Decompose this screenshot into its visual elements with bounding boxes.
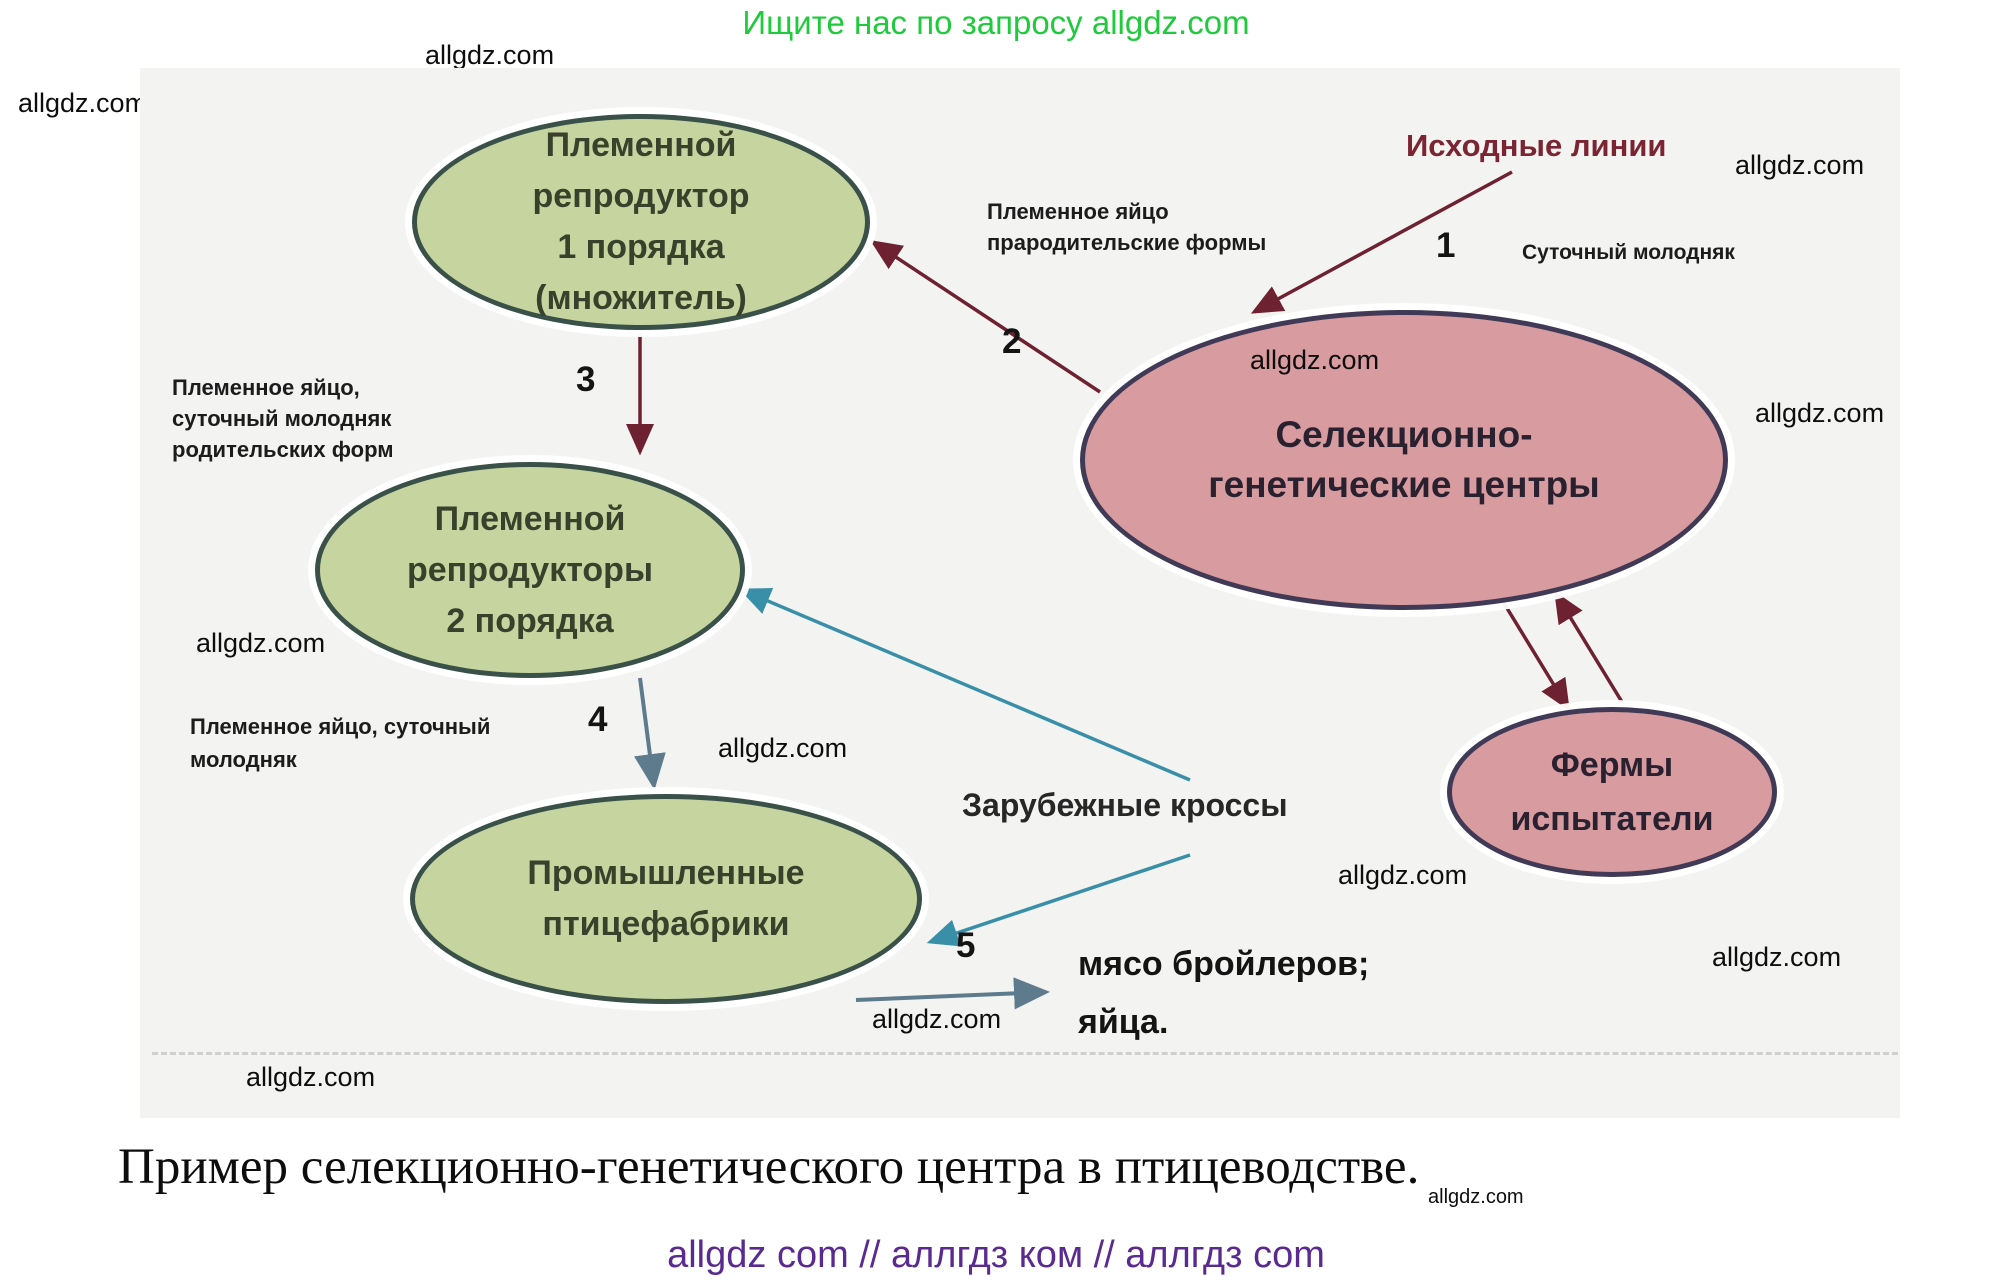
flow-number-1: 1 xyxy=(1436,226,1456,265)
label-line: молодняк xyxy=(190,747,297,772)
watermark: allgdz.com xyxy=(425,40,555,70)
flow-number-2: 2 xyxy=(1002,322,1022,361)
flow-number-3: 3 xyxy=(576,360,596,399)
node-label-line: 2 порядка xyxy=(446,601,614,640)
watermark: allgdz.com xyxy=(196,628,326,658)
node-label-line: Племенной xyxy=(434,499,626,538)
label-line: родительских форм xyxy=(172,437,394,463)
label-line: прародительские формы xyxy=(987,230,1267,256)
label-line: Племенное яйцо, xyxy=(172,375,360,400)
watermark: allgdz.com xyxy=(18,88,148,118)
watermark: allgdz.com xyxy=(1250,345,1380,375)
node-label-line: испытатели xyxy=(1510,800,1714,838)
figure-caption: Пример селекционно-генетического центра … xyxy=(118,1139,1420,1195)
label-line: яйца. xyxy=(1078,1002,1169,1041)
node-label-line: 1 порядка xyxy=(557,228,725,266)
node-label-line: генетические центры xyxy=(1208,464,1600,505)
node-label-line: Селекционно- xyxy=(1275,414,1533,456)
promo-title: Ищите нас по запросу allgdz.com xyxy=(742,4,1250,41)
node-label-line: репродуктор xyxy=(532,177,750,215)
node-label-line: репродукторы xyxy=(406,550,653,589)
label-day-old-young: Суточный молодняк xyxy=(1522,241,1735,264)
label-egg-grandparent-forms: Племенное яйцо прародительские формы xyxy=(987,196,1266,258)
watermark: allgdz.com xyxy=(718,733,848,763)
node-label-line: (множитель) xyxy=(535,279,747,317)
flow-number-5: 5 xyxy=(956,926,976,965)
watermark: allgdz.com xyxy=(1755,398,1885,428)
node-test-farms: Фермы испытатели xyxy=(1447,707,1777,877)
node-label-line: Промышленные xyxy=(527,854,805,892)
label-source-lines: Исходные линии xyxy=(1406,128,1667,163)
watermark: allgdz.com xyxy=(1428,1186,1524,1208)
label-egg-day-old: Племенное яйцо, суточный молодняк xyxy=(190,710,490,776)
flow-number-4: 4 xyxy=(588,700,608,739)
watermark: allgdz.com xyxy=(1735,150,1865,180)
dashed-divider xyxy=(152,1052,1898,1055)
label-line: мясо бройлеров; xyxy=(1078,945,1370,983)
node-label-line: птицефабрики xyxy=(542,905,790,943)
node-industrial-poultry-farms: Промышленные птицефабрики xyxy=(410,794,922,1004)
watermark: allgdz.com xyxy=(246,1062,376,1092)
label-products: мясо бройлеров; яйца. xyxy=(1078,936,1369,1052)
node-label-line: Племенной xyxy=(545,126,737,164)
watermark: allgdz.com xyxy=(872,1004,1002,1034)
label-line: суточный молодняк xyxy=(172,406,392,432)
label-egg-parent-forms: Племенное яйцо, суточный молодняк родите… xyxy=(172,372,394,466)
watermark: allgdz.com xyxy=(1712,942,1842,972)
node-breeding-reproducers-2: Племенной репродукторы 2 порядка xyxy=(315,462,745,678)
label-foreign-crosses: Зарубежные кроссы xyxy=(962,787,1288,823)
watermark: allgdz.com xyxy=(1338,860,1468,890)
label-line: Племенное яйцо xyxy=(987,199,1169,224)
node-label-line: Фермы xyxy=(1550,745,1674,784)
node-selection-genetic-centers: Селекционно- генетические центры xyxy=(1080,310,1728,610)
label-line: Племенное яйцо, суточный xyxy=(190,714,491,739)
node-breeding-reproducer-1: Племенной репродуктор 1 порядка (множите… xyxy=(412,114,870,330)
footer-links: allgdz com // аллгдз ком // аллгдз com xyxy=(667,1234,1325,1276)
